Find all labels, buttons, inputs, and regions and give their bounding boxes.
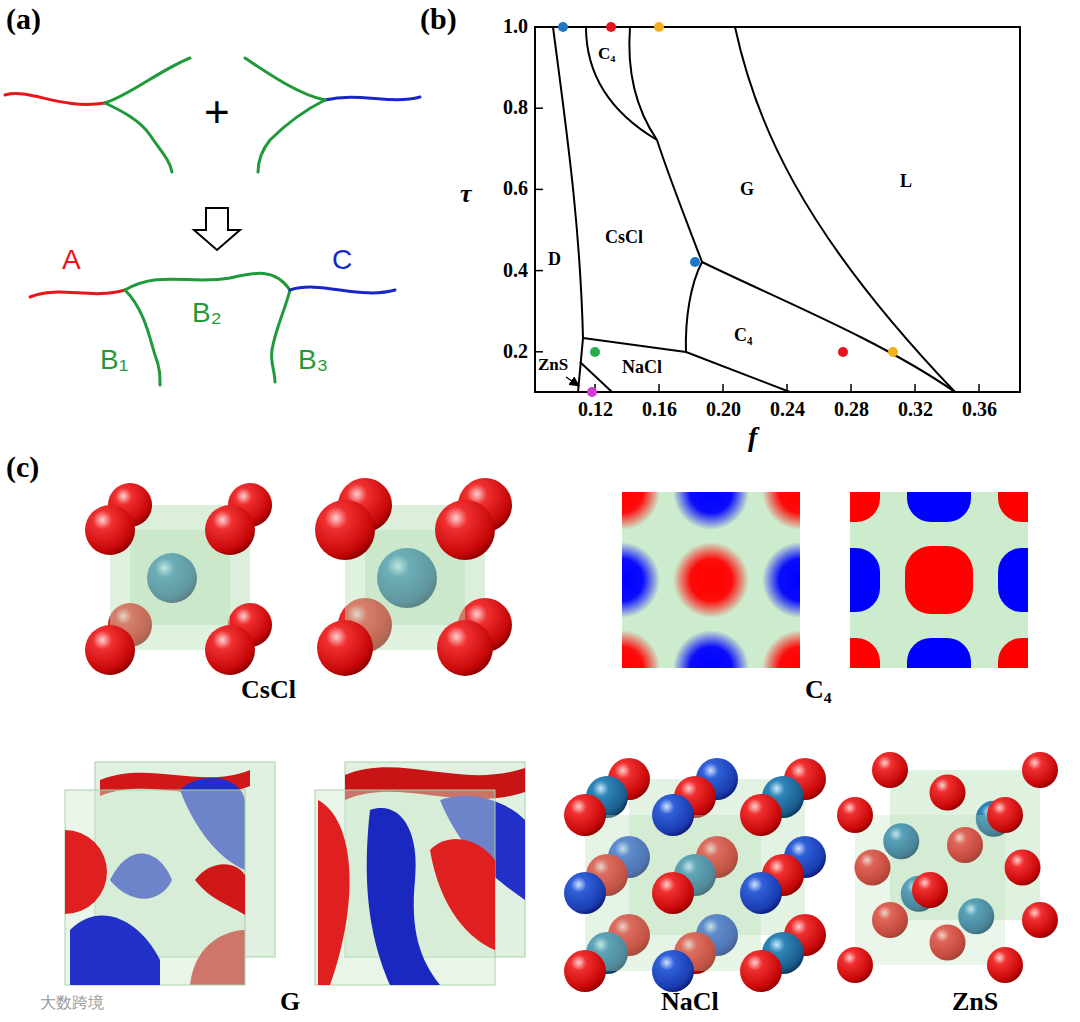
axis-title: τ: [460, 180, 472, 209]
phase-label: L: [900, 172, 912, 192]
tick-label: 1.0: [503, 15, 528, 37]
block-label: B₂: [192, 298, 222, 329]
tick-label: 0.36: [962, 398, 997, 420]
axis-title: f: [748, 422, 757, 453]
cscl-structure: [85, 478, 512, 676]
phase-label: C₄: [598, 45, 615, 64]
nacl-structure: [564, 758, 826, 992]
structure-label: G: [280, 988, 300, 1017]
structure-label: C₄: [805, 676, 832, 705]
tick-label: 0.20: [706, 398, 741, 420]
tick-label: 0.6: [503, 177, 528, 199]
phase-label: CsCl: [605, 228, 643, 248]
phase-label: C₄: [734, 326, 752, 346]
zns-structure: [837, 752, 1058, 983]
tick-label: 0.2: [503, 340, 528, 362]
tick-label: 0.24: [770, 398, 805, 420]
gyroid-structure: [65, 762, 525, 985]
phase-label: NaCl: [622, 358, 662, 378]
structure-label: CsCl: [241, 676, 296, 705]
phase-label: ZnS: [538, 356, 568, 375]
polymer-chains: [5, 58, 420, 385]
block-label: B₃: [298, 345, 328, 376]
block-label: A: [62, 245, 81, 276]
panel-label: (a): [6, 2, 41, 35]
watermark: 大数跨境: [40, 994, 104, 1012]
hollow-arrow: [194, 208, 240, 250]
block-label: C: [332, 245, 352, 276]
tick-label: 0.28: [834, 398, 869, 420]
c4-density-maps: [584, 454, 1058, 706]
phase-label: D: [548, 250, 561, 270]
phase-label: G: [740, 180, 754, 200]
tick-label: 0.4: [503, 259, 528, 281]
tick-label: 0.16: [642, 398, 677, 420]
panel-label: (b): [420, 2, 457, 35]
structure-label: NaCl: [661, 988, 719, 1017]
plus-sign: +: [204, 88, 230, 136]
block-label: B₁: [100, 345, 128, 376]
structure-label: ZnS: [952, 988, 998, 1017]
tick-label: 0.32: [898, 398, 933, 420]
tick-label: 0.8: [503, 96, 528, 118]
tick-label: 0.12: [578, 398, 613, 420]
phase-diagram: [535, 22, 1020, 397]
panel-label: (c): [6, 450, 39, 483]
